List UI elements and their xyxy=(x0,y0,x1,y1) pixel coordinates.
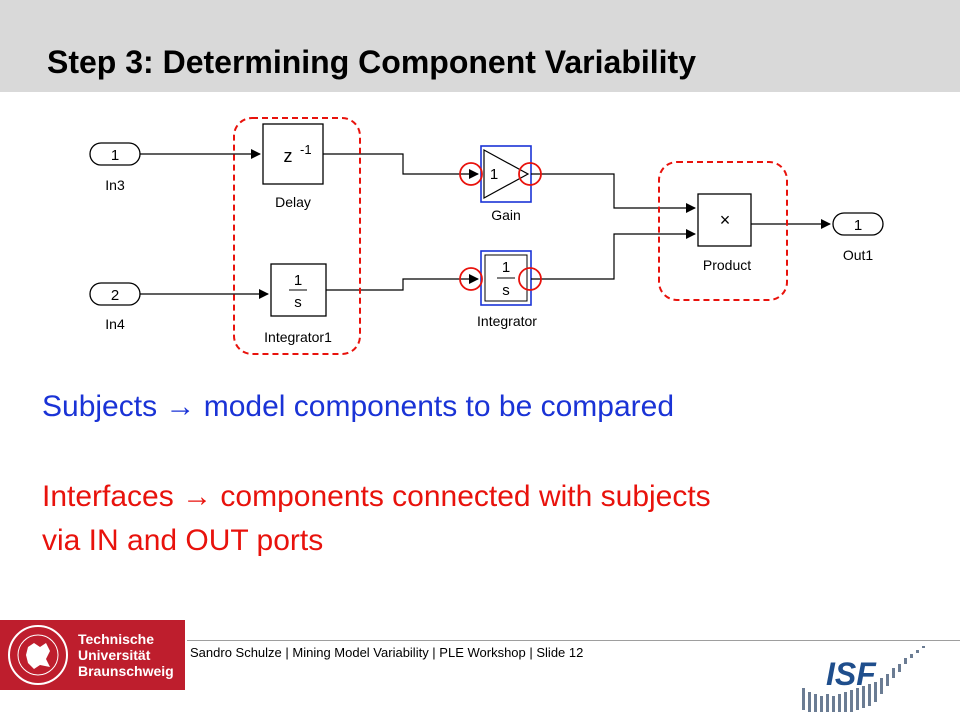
block-gain[interactable]: 1 Gain xyxy=(480,145,532,223)
outport-number: 1 xyxy=(854,217,862,234)
university-seal-icon xyxy=(8,625,68,685)
delay-label: Delay xyxy=(275,194,311,210)
isf-logo-text: ISF xyxy=(826,656,876,692)
inport-in4-label: In4 xyxy=(105,316,125,332)
inport-in4[interactable]: 2 In4 xyxy=(89,282,141,332)
product-symbol: × xyxy=(720,210,731,230)
block-integrator[interactable]: 1 s Integrator xyxy=(477,250,537,329)
inport-in3-number: 1 xyxy=(111,147,119,164)
footer-divider xyxy=(187,640,960,641)
interfaces-text-line1: Interfaces → components connected with s… xyxy=(42,480,711,513)
signal-lines xyxy=(140,149,831,299)
outport-label: Out1 xyxy=(843,247,874,263)
inport-in3-label: In3 xyxy=(105,177,125,193)
gain-out-port-circle xyxy=(518,162,542,186)
tu-braunschweig-logo[interactable]: Technische Universität Braunschweig xyxy=(0,620,185,690)
university-name-line3: Braunschweig xyxy=(78,663,174,679)
delay-symbol-exp: -1 xyxy=(300,142,312,157)
subject-box-product xyxy=(658,161,788,301)
integrator1-denominator: s xyxy=(294,294,302,311)
simulink-diagram: 1 In3 2 In4 z -1 Delay 1 s Integrator1 1… xyxy=(89,117,884,355)
integrator-label: Integrator xyxy=(477,313,537,329)
subject-highlights xyxy=(233,117,788,355)
university-name-line2: Universität xyxy=(78,647,151,663)
block-product[interactable]: × Product xyxy=(697,193,752,273)
integrator1-numerator: 1 xyxy=(294,272,302,289)
university-name: Technische Universität Braunschweig xyxy=(78,631,174,679)
inport-in4-number: 2 xyxy=(111,287,119,304)
gain-value: 1 xyxy=(490,166,498,183)
integrator-denominator: s xyxy=(502,282,510,299)
integrator-in-port-circle xyxy=(459,267,483,291)
outport-out1[interactable]: 1 Out1 xyxy=(832,212,884,263)
interface-port-markers xyxy=(459,162,542,291)
subject-box-left xyxy=(233,117,361,355)
gain-in-port-circle xyxy=(459,162,483,186)
block-delay[interactable]: z -1 Delay xyxy=(262,123,324,210)
title-bar: Step 3: Determining Component Variabilit… xyxy=(0,0,960,92)
footer-text: Sandro Schulze | Mining Model Variabilit… xyxy=(190,645,584,660)
university-name-line1: Technische xyxy=(78,631,154,647)
product-label: Product xyxy=(703,257,751,273)
isf-logo-graphic-icon xyxy=(802,646,925,712)
integrator-numerator: 1 xyxy=(502,259,510,276)
inport-in3[interactable]: 1 In3 xyxy=(89,142,141,193)
interfaces-text-line2: via IN and OUT ports xyxy=(42,524,324,557)
subjects-text: Subjects → model components to be compar… xyxy=(42,390,675,423)
integrator1-label: Integrator1 xyxy=(264,329,332,345)
gain-label: Gain xyxy=(491,207,521,223)
block-integrator1[interactable]: 1 s Integrator1 xyxy=(264,263,332,345)
integrator-out-port-circle xyxy=(518,267,542,291)
delay-symbol-base: z xyxy=(284,146,293,166)
slide-title: Step 3: Determining Component Variabilit… xyxy=(47,44,696,80)
